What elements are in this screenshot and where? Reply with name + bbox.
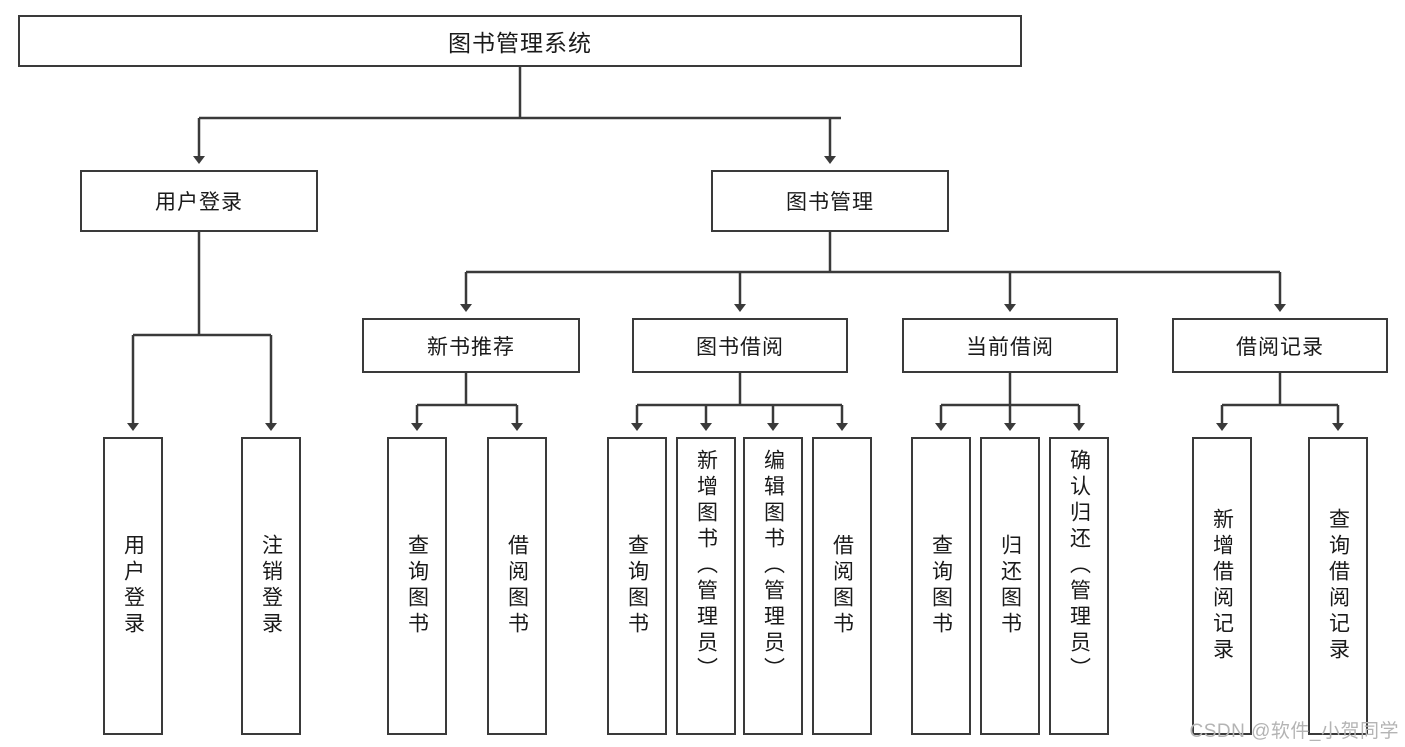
leaf-inner: 查询图书 <box>913 439 969 733</box>
node-borrow-book[interactable]: 图书借阅 <box>632 318 848 373</box>
leaf-inner: 注销登录 <box>243 439 299 733</box>
node-book-manage[interactable]: 图书管理 <box>711 170 949 232</box>
leaf-label: 归还图书 <box>998 534 1022 638</box>
leaf-node[interactable]: 查询图书 <box>387 437 447 735</box>
leaf-label: 借阅图书 <box>830 534 854 638</box>
leaf-node[interactable]: 确认归还（管理员） <box>1049 437 1109 735</box>
leaf-node[interactable]: 借阅图书 <box>487 437 547 735</box>
leaf-node[interactable]: 注销登录 <box>241 437 301 735</box>
leaf-inner: 查询图书 <box>389 439 445 733</box>
leaf-inner: 查询借阅记录 <box>1310 439 1366 733</box>
leaf-node[interactable]: 查询借阅记录 <box>1308 437 1368 735</box>
leaf-label: 借阅图书 <box>505 534 529 638</box>
leaf-inner: 新增图书（管理员） <box>678 439 734 733</box>
leaf-inner: 借阅图书 <box>489 439 545 733</box>
node-current-borrow[interactable]: 当前借阅 <box>902 318 1118 373</box>
node-root[interactable]: 图书管理系统 <box>18 15 1022 67</box>
leaf-node[interactable]: 查询图书 <box>607 437 667 735</box>
leaf-label: 确认归还（管理员） <box>1067 449 1091 683</box>
leaf-label: 查询图书 <box>625 534 649 638</box>
leaf-label: 新增图书（管理员） <box>694 449 718 683</box>
leaf-label: 查询图书 <box>405 534 429 638</box>
leaf-label: 新增借阅记录 <box>1210 508 1234 664</box>
node-borrow-record[interactable]: 借阅记录 <box>1172 318 1388 373</box>
node-new-book[interactable]: 新书推荐 <box>362 318 580 373</box>
node-borrow-record-label: 借阅记录 <box>1236 335 1324 359</box>
node-book-manage-label: 图书管理 <box>786 191 874 214</box>
leaf-node[interactable]: 归还图书 <box>980 437 1040 735</box>
leaf-inner: 编辑图书（管理员） <box>745 439 801 733</box>
leaf-label: 编辑图书（管理员） <box>761 449 785 683</box>
node-user-login[interactable]: 用户登录 <box>80 170 318 232</box>
leaf-label: 查询图书 <box>929 534 953 638</box>
leaf-inner: 确认归还（管理员） <box>1051 439 1107 733</box>
node-root-label: 图书管理系统 <box>448 30 592 56</box>
node-user-login-label: 用户登录 <box>155 191 243 214</box>
leaf-inner: 新增借阅记录 <box>1194 439 1250 733</box>
leaf-inner: 借阅图书 <box>814 439 870 733</box>
node-new-book-label: 新书推荐 <box>427 335 515 359</box>
leaf-node[interactable]: 新增借阅记录 <box>1192 437 1252 735</box>
leaf-inner: 查询图书 <box>609 439 665 733</box>
leaf-label: 查询借阅记录 <box>1326 508 1350 664</box>
node-current-borrow-label: 当前借阅 <box>966 335 1054 359</box>
leaf-node[interactable]: 新增图书（管理员） <box>676 437 736 735</box>
leaf-inner: 用户登录 <box>105 439 161 733</box>
leaf-node[interactable]: 编辑图书（管理员） <box>743 437 803 735</box>
leaf-node[interactable]: 借阅图书 <box>812 437 872 735</box>
leaf-node[interactable]: 查询图书 <box>911 437 971 735</box>
node-borrow-book-label: 图书借阅 <box>696 335 784 359</box>
leaf-label: 注销登录 <box>259 534 283 638</box>
leaf-inner: 归还图书 <box>982 439 1038 733</box>
leaf-node[interactable]: 用户登录 <box>103 437 163 735</box>
leaf-label: 用户登录 <box>121 534 145 638</box>
